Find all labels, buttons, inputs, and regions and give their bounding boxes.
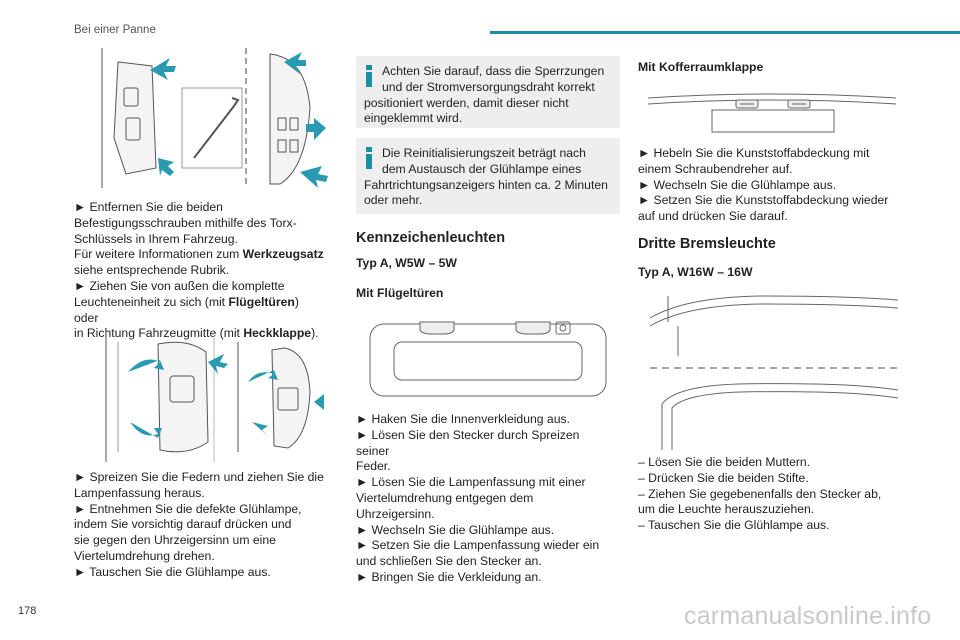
text-line: ► Wechseln Sie die Glühlampe aus. xyxy=(638,177,837,192)
text-line: Die Reinitialisierungszeit beträgt nach xyxy=(382,146,586,160)
text-line: einem Schraubendreher auf. xyxy=(638,161,793,176)
page-header: Bei einer Panne xyxy=(0,0,960,40)
figure-third-brake-light xyxy=(648,292,900,450)
text-line: oder mehr. xyxy=(364,193,423,208)
text-line: positioniert werden, damit dieser nicht xyxy=(364,95,569,110)
chapter-title: Bei einer Panne xyxy=(74,24,156,36)
text-line: – Tauschen Sie die Glühlampe aus. xyxy=(638,518,830,533)
text-line: Feder. xyxy=(356,459,391,474)
info-icon xyxy=(366,147,372,169)
type-label-w5w: Typ A, W5W – 5W xyxy=(356,256,457,270)
text-line: – Lösen Sie die beiden Muttern. xyxy=(638,455,811,469)
text-line: ► Lösen Sie die Lampenfassung mit einer xyxy=(356,475,586,490)
text-line: um die Leuchte herauszuziehen. xyxy=(638,502,815,517)
text-line: dem Austausch der Glühlampe eines xyxy=(382,161,582,176)
text-line: ► Haken Sie die Innenverkleidung aus. xyxy=(356,412,570,426)
text-line: ► Ziehen Sie von außen die komplette xyxy=(74,278,285,293)
text-line: ► Setzen Sie die Kunststoffabdeckung wie… xyxy=(638,193,889,208)
text-line: ► Tauschen Sie die Glühlampe aus. xyxy=(74,564,271,579)
text-line: Viertelumdrehung entgegen dem Uhrzeigers… xyxy=(356,490,534,521)
text-line: ► Entnehmen Sie die defekte Glühlampe, xyxy=(74,501,302,516)
text-line: ► Wechseln Sie die Glühlampe aus. xyxy=(356,522,555,537)
text-line: eingeklemmt wird. xyxy=(364,111,463,126)
text-line: ► Spreizen Sie die Federn und ziehen Sie… xyxy=(74,470,324,484)
text-line: – Ziehen Sie gegebenenfalls den Stecker … xyxy=(638,486,882,501)
text-line: Für weitere Informationen zum Werkzeugsa… xyxy=(74,247,324,262)
text-line: Fahrtrichtungsanzeigers hinten ca. 2 Min… xyxy=(364,177,608,192)
variant-label-wing-doors: Mit Flügeltüren xyxy=(356,286,444,300)
text-line: ► Hebeln Sie die Kunststoffabdeckung mit xyxy=(638,146,870,160)
text-line: – Drücken Sie die beiden Stifte. xyxy=(638,470,809,485)
text-line: auf und drücken Sie darauf. xyxy=(638,209,788,224)
text-line: indem Sie vorsichtig darauf drücken und xyxy=(74,517,292,532)
text-line: Lampenfassung heraus. xyxy=(74,485,205,500)
text-line: Achten Sie darauf, dass die Sperrzungen xyxy=(382,64,605,78)
figure-license-plate-light-wing-doors xyxy=(366,316,610,398)
text-line: sie gegen den Uhrzeigersinn um eine xyxy=(74,533,276,548)
instruction-lamp-holder: ► Spreizen Sie die Federn und ziehen Sie… xyxy=(74,470,326,581)
text-line: Schlüssels in Ihrem Fahrzeug. xyxy=(74,231,238,246)
instruction-third-brake-light: – Lösen Sie die beiden Muttern. – Drücke… xyxy=(638,455,890,534)
instruction-license-plate-wing-doors: ► Haken Sie die Innenverkleidung aus. ► … xyxy=(356,412,608,586)
text-line: Befestigungsschrauben mithilfe des Torx- xyxy=(74,215,297,230)
info-note-reinit-time: Die Reinitialisierungszeit beträgt nach … xyxy=(356,138,620,214)
text-line: ► Entfernen Sie die beiden xyxy=(74,200,223,214)
variant-label-tailgate: Mit Kofferraumklappe xyxy=(638,60,764,74)
text-line: Viertelumdrehung drehen. xyxy=(74,548,215,563)
text-line: siehe entsprechende Rubrik. xyxy=(74,263,230,278)
text-line: ► Bringen Sie die Verkleidung an. xyxy=(356,569,542,584)
section-title-license-plate-lights: Kennzeichenleuchten xyxy=(356,230,506,246)
type-label-w16w: Typ A, W16W – 16W xyxy=(638,265,753,279)
text-line: Leuchteneinheit zu sich (mit Flügeltüren… xyxy=(74,294,299,325)
instruction-remove-screws: ► Entfernen Sie die beiden Befestigungss… xyxy=(74,200,326,342)
page-number: 178 xyxy=(18,605,37,617)
info-note-locking-tabs: Achten Sie darauf, dass die Sperrzungen … xyxy=(356,56,620,128)
text-line: ► Setzen Sie die Lampenfassung wieder ei… xyxy=(356,538,600,553)
instruction-license-plate-tailgate: ► Hebeln Sie die Kunststoffabdeckung mit… xyxy=(638,146,890,225)
figure-license-plate-light-tailgate xyxy=(646,84,898,138)
section-title-third-brake-light: Dritte Bremsleuchte xyxy=(638,236,776,252)
header-accent-bar xyxy=(490,31,960,34)
figure-rear-light-screws xyxy=(74,48,334,192)
text-line: und der Stromversorgungsdraht korrekt xyxy=(382,79,595,94)
watermark: carmanualsonline.info xyxy=(684,602,932,630)
figure-lamp-holder-springs xyxy=(88,332,328,462)
text-line: in Richtung Fahrzeugmitte (mit Heckklapp… xyxy=(74,326,319,341)
text-line: und schließen Sie den Stecker an. xyxy=(356,554,542,569)
reference-bold: Werkzeugsatz xyxy=(242,247,324,262)
text-line: ► Lösen Sie den Stecker durch Spreizen s… xyxy=(356,427,580,458)
info-icon xyxy=(366,65,372,87)
